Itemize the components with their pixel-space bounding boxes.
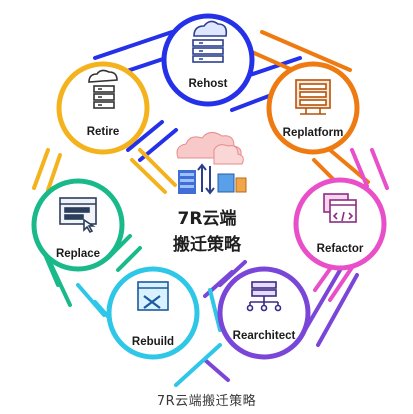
node-retire: Retire xyxy=(56,61,150,155)
rehost-band xyxy=(93,30,302,112)
rearchitect-band xyxy=(203,260,359,382)
cloud-server-icon xyxy=(192,20,228,63)
database-cloud-icon xyxy=(88,69,118,109)
node-label-rearchitect: Rearchitect xyxy=(233,330,296,342)
code-windows-icon xyxy=(323,193,357,223)
figure-caption: 7R云端搬迁策略 xyxy=(156,394,257,409)
node-label-rebuild: Rebuild xyxy=(132,336,174,348)
refactor-band xyxy=(313,148,389,302)
center-illustration: 7R云端 搬迁策略 xyxy=(173,132,247,255)
node-replace: Replace xyxy=(31,178,125,272)
tools-browser-icon xyxy=(137,281,169,311)
server-rack-icon xyxy=(295,79,331,115)
replace-band xyxy=(36,234,142,307)
node-replatform: Replatform xyxy=(266,61,360,155)
node-label-retire: Retire xyxy=(87,126,120,138)
network-server-icon xyxy=(246,281,282,312)
node-rebuild: Rebuild xyxy=(106,266,200,360)
center-title-line2: 搬迁策略 xyxy=(173,234,242,255)
node-rehost: Rehost xyxy=(161,13,255,107)
retire-band xyxy=(32,148,177,194)
node-label-rehost: Rehost xyxy=(189,78,228,90)
node-refactor: Refactor xyxy=(293,177,387,271)
node-label-refactor: Refactor xyxy=(317,243,364,255)
node-label-replace: Replace xyxy=(56,248,100,260)
form-cursor-icon xyxy=(59,197,97,234)
center-title-line1: 7R云端 xyxy=(178,208,237,229)
node-rearchitect: Rearchitect xyxy=(217,266,311,360)
node-label-replatform: Replatform xyxy=(283,127,344,139)
cloud-migration-icon xyxy=(176,132,247,195)
